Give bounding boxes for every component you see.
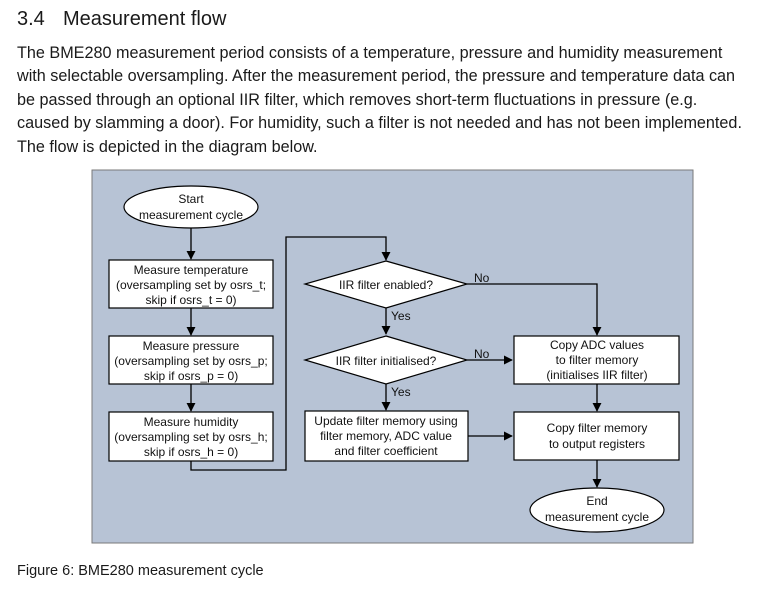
measure-temperature-box — [108, 259, 274, 309]
end-label: measurement cycle — [545, 510, 649, 524]
paragraph-line: with selectable oversampling. After the … — [17, 67, 736, 86]
section-number: 3.4 — [17, 8, 45, 30]
paragraph-line: The flow is depicted in the diagram belo… — [17, 137, 318, 156]
measure-pressure-label: skip if osrs_p = 0) — [144, 369, 238, 383]
branch-label-yes: Yes — [391, 385, 411, 399]
end-label: End — [586, 494, 607, 508]
end-node — [529, 487, 665, 533]
measure-pressure-box — [108, 335, 274, 385]
measure-temperature-label: (oversampling set by osrs_t; — [116, 278, 266, 292]
section-heading: 3.4 Measurement flow — [17, 6, 226, 32]
arrow-humidity-to-iir-enabled — [190, 236, 391, 471]
arrow-iir-enabled-no — [467, 283, 602, 336]
copy-adc-box — [513, 335, 680, 385]
branch-label-no: No — [474, 271, 490, 285]
start-label: measurement cycle — [139, 208, 243, 222]
measure-humidity-box — [108, 411, 274, 462]
measure-pressure-label: Measure pressure — [143, 339, 240, 353]
measure-pressure-label: (oversampling set by osrs_p; — [114, 354, 267, 368]
branch-label-yes: Yes — [391, 309, 411, 323]
update-filter-label: and filter coefficient — [334, 444, 438, 458]
paragraph-line: caused by slamming a door). For humidity… — [17, 114, 742, 133]
body-paragraph: The BME280 measurement period consists o… — [17, 42, 767, 159]
copy-filter-box — [513, 411, 680, 461]
copy-adc-label: to filter memory — [556, 353, 639, 367]
section-title: Measurement flow — [63, 8, 227, 30]
branch-label-no: No — [474, 347, 490, 361]
connectors — [186, 228, 602, 488]
measure-humidity-label: skip if osrs_h = 0) — [144, 445, 238, 459]
copy-filter-label: Copy filter memory — [547, 421, 648, 435]
measure-temperature-label: skip if osrs_t = 0) — [145, 293, 236, 307]
start-label: Start — [178, 192, 204, 206]
copy-adc-label: Copy ADC values — [550, 338, 644, 352]
figure-caption: Figure 6: BME280 measurement cycle — [17, 563, 264, 579]
measure-humidity-label: (oversampling set by osrs_h; — [114, 430, 267, 444]
paragraph-line: be passed through an optional IIR filter… — [17, 90, 698, 109]
update-filter-label: Update filter memory using — [314, 414, 457, 428]
iir-initialised-decision — [302, 335, 470, 385]
start-node — [123, 185, 259, 229]
copy-filter-label: to output registers — [549, 437, 645, 451]
paragraph-line: The BME280 measurement period consists o… — [17, 44, 723, 62]
update-filter-label: filter memory, ADC value — [320, 429, 452, 443]
iir-enabled-label: IIR filter enabled? — [339, 278, 433, 292]
iir-initialised-label: IIR filter initialised? — [336, 354, 437, 368]
measure-temperature-label: Measure temperature — [134, 263, 249, 277]
update-filter-box — [304, 410, 469, 462]
iir-enabled-decision — [302, 260, 470, 309]
measure-humidity-label: Measure humidity — [144, 415, 239, 429]
copy-adc-label: (initialises IIR filter) — [546, 368, 647, 382]
